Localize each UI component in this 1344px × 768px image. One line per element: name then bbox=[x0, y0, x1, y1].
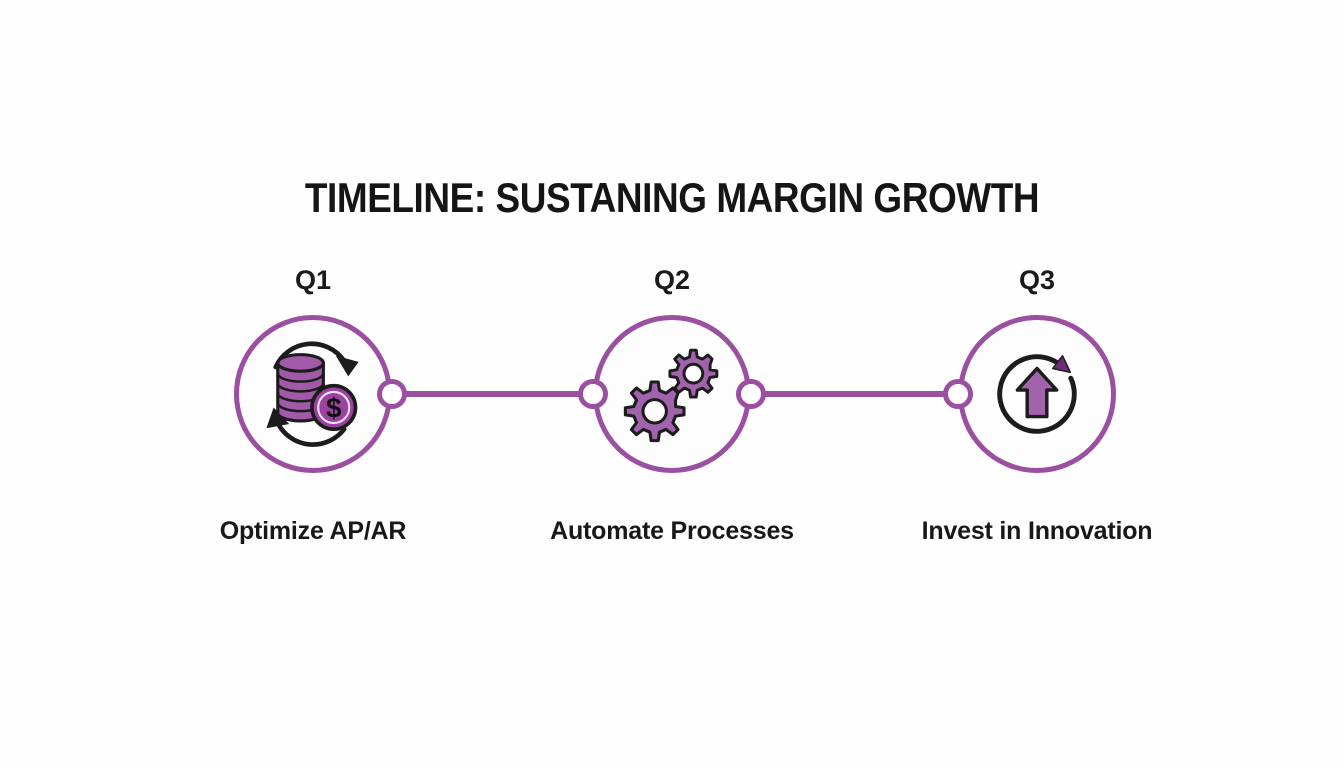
connector-line-q1-q2 bbox=[392, 391, 593, 397]
quarter-label-q2: Q2 bbox=[653, 265, 691, 295]
connector-line-q2-q3 bbox=[751, 391, 958, 397]
dollar-glyph: $ bbox=[326, 392, 342, 423]
milestone-circle-q2 bbox=[593, 315, 751, 473]
milestone-label-q1: Optimize AP/AR bbox=[219, 517, 407, 545]
coins-cycle-icon: $ bbox=[266, 341, 359, 447]
quarter-label-q3: Q3 bbox=[1018, 265, 1056, 295]
gears-icon bbox=[623, 348, 719, 443]
milestone-label-q2: Automate Processes bbox=[550, 517, 794, 545]
timeline-node-q2-left bbox=[578, 379, 608, 409]
growth-cycle-icon bbox=[997, 354, 1077, 434]
timeline-node-q2-right bbox=[736, 379, 766, 409]
timeline-node-q3-left bbox=[943, 379, 973, 409]
milestone-circle-q1: $ bbox=[234, 315, 392, 473]
milestone-circle-q3 bbox=[958, 315, 1116, 473]
page-title: TIMELINE: SUSTANING MARGIN GROWTH bbox=[304, 174, 1040, 221]
timeline-node-q1-right bbox=[377, 379, 407, 409]
milestone-label-q3: Invest in Innovation bbox=[921, 517, 1153, 545]
quarter-label-q1: Q1 bbox=[294, 265, 332, 295]
